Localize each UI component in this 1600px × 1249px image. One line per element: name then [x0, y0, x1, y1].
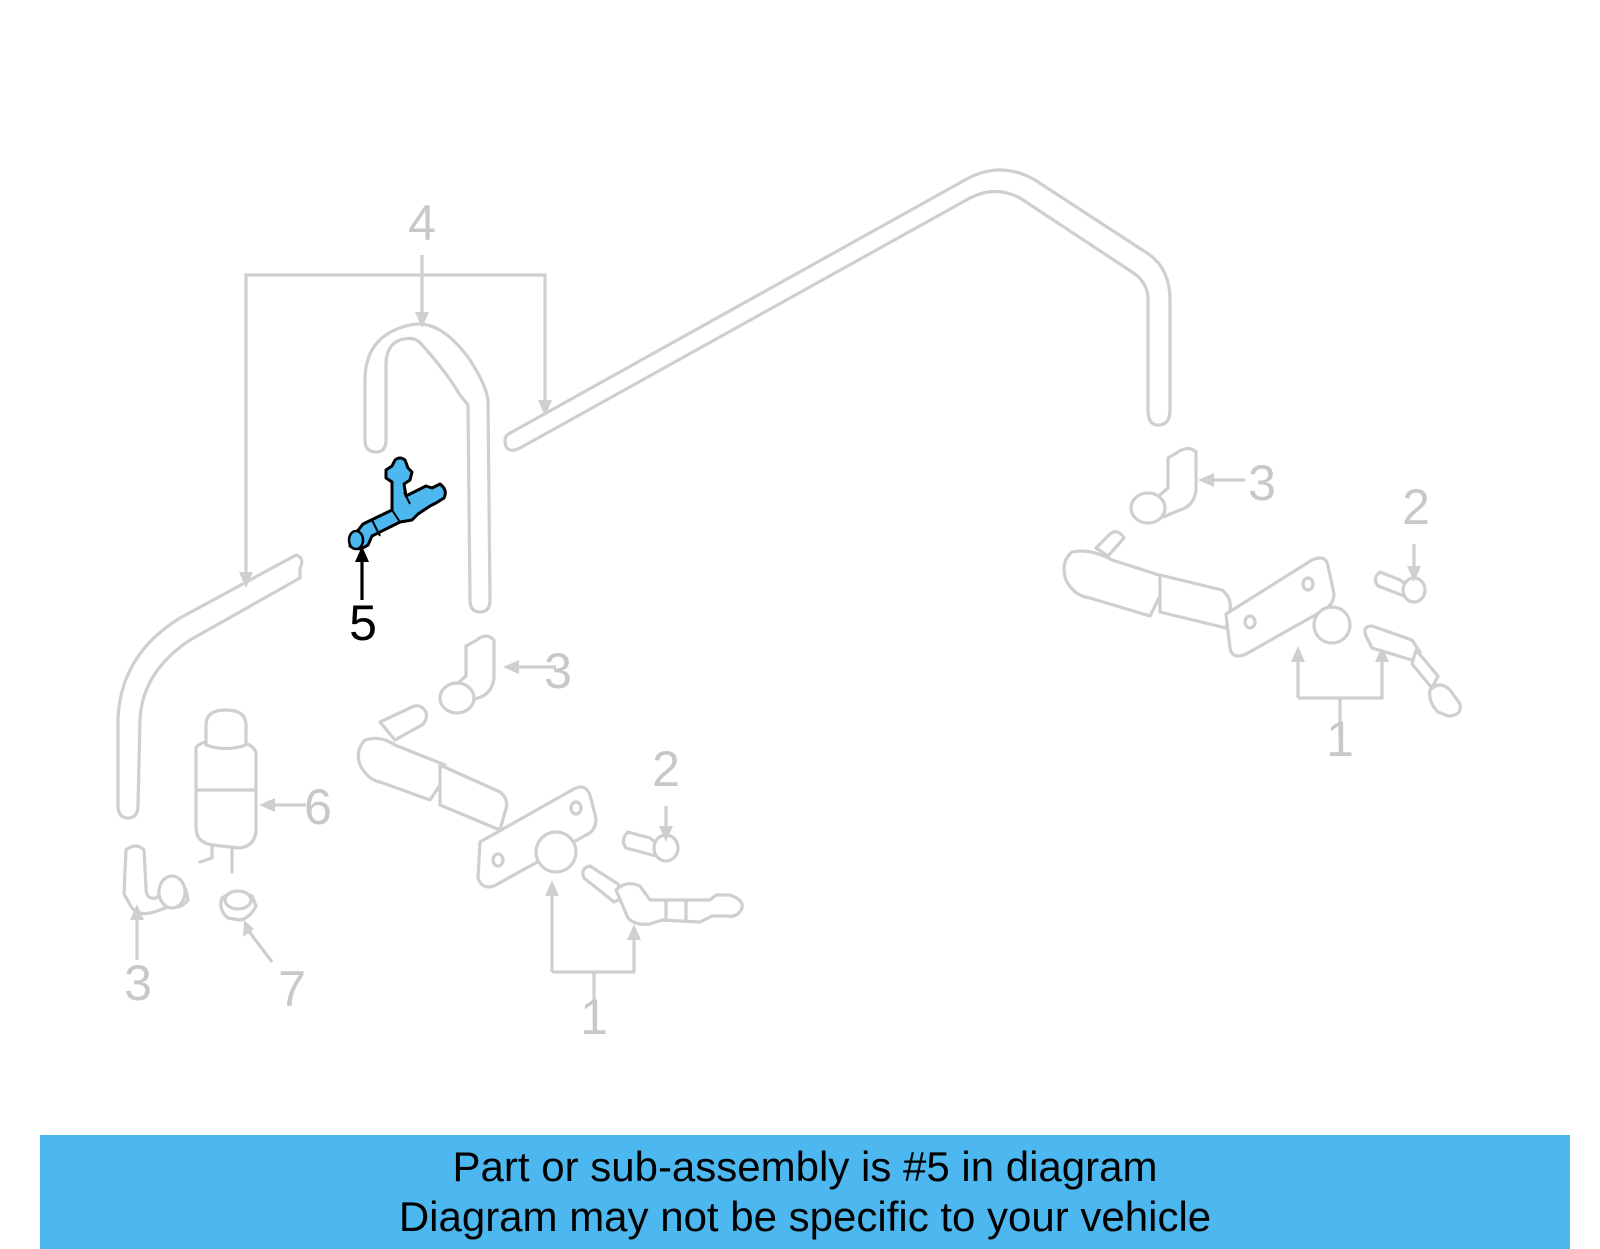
lower-left-hose [116, 553, 304, 820]
washer-nozzle-right [1062, 530, 1389, 740]
banner-line-part: Part or sub-assembly is #5 in diagram [452, 1143, 1158, 1190]
callout-6: 6 [304, 779, 332, 835]
tee-connector-highlighted [347, 456, 447, 600]
callout-3-right: 3 [1248, 455, 1276, 511]
callout-1-right: 1 [1326, 711, 1354, 767]
callout-2-right: 2 [1402, 479, 1430, 535]
elbow-fitting-right [1129, 446, 1245, 525]
callout-7: 7 [278, 961, 306, 1017]
callout-2-middle: 2 [652, 741, 680, 797]
callout-5: 5 [349, 595, 377, 651]
banner-line-disclaimer: Diagram may not be specific to your vehi… [398, 1193, 1212, 1240]
washer-pump [194, 708, 306, 874]
callout-3-middle: 3 [544, 643, 572, 699]
elbow-fitting-left [122, 844, 190, 960]
screw-middle [621, 806, 680, 863]
actuator-arm-middle [581, 864, 744, 926]
callout-4: 4 [408, 195, 436, 251]
info-banner: Part or sub-assembly is #5 in diagram Di… [40, 1135, 1570, 1249]
callout-1-middle: 1 [580, 989, 608, 1045]
screw-right [1373, 544, 1427, 604]
elbow-fitting-middle [438, 634, 556, 715]
washer-nozzle-middle [356, 704, 641, 1000]
u-hose [363, 322, 492, 614]
actuator-arm-right [1363, 624, 1462, 718]
callout-3-left: 3 [124, 955, 152, 1011]
item-4-bracket [239, 255, 552, 588]
upper-hose [503, 168, 1172, 452]
grommet [219, 889, 274, 963]
